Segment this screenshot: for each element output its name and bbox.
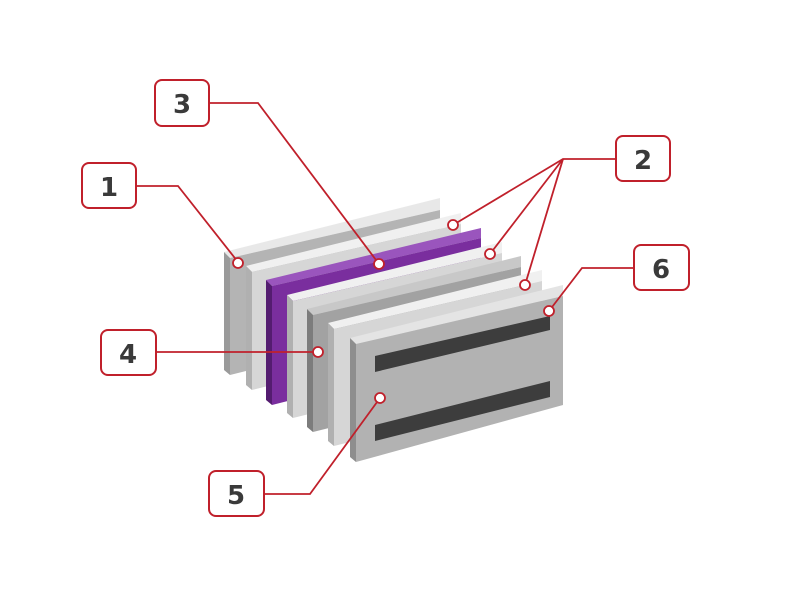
panel-layer-1-top	[224, 198, 440, 258]
callout-1-label: 1	[100, 173, 118, 203]
panel-layer-5-face	[350, 338, 356, 462]
leader-line-2c	[524, 158, 564, 286]
callout-2-box	[615, 135, 671, 182]
anchor-dot-5	[374, 392, 386, 404]
anchor-dot-2c	[519, 279, 531, 291]
leader-line-3	[209, 102, 380, 265]
callout-6-box	[633, 244, 690, 291]
anchor-dot-1	[232, 257, 244, 269]
callout-1-box	[81, 162, 137, 209]
anchor-dot-2b	[484, 248, 496, 260]
panel-stack	[224, 198, 563, 462]
anchor-dot-2a	[447, 219, 459, 231]
leader-line-2a	[452, 158, 616, 226]
callout-4-label: 4	[119, 340, 137, 370]
leader-lines	[136, 102, 634, 495]
panel-layer-2b-top	[287, 242, 502, 301]
panel-layer-2b-face	[287, 295, 293, 418]
callout-4: 4	[100, 329, 157, 376]
panel-layer-5	[350, 285, 563, 462]
callout-4-box	[100, 329, 157, 376]
callout-3-box	[154, 79, 210, 127]
callout-1: 1	[81, 162, 137, 209]
panel-layer-2a-top	[246, 213, 461, 272]
callout-5: 5	[208, 470, 265, 517]
anchor-dot-3	[373, 258, 385, 270]
panel-layer-2a-face	[246, 266, 252, 390]
callout-5-label: 5	[227, 481, 245, 511]
callout-6: 6	[633, 244, 690, 291]
anchor-dots	[232, 219, 555, 404]
panel-layer-5-top	[350, 285, 563, 344]
callout-3-label: 3	[173, 90, 191, 120]
panel-layer-4-face	[307, 309, 313, 432]
leader-line-5	[264, 397, 381, 495]
callout-6-label: 6	[652, 255, 670, 285]
callout-2: 2	[615, 135, 671, 182]
panel-layer-3-face	[266, 280, 272, 405]
terminal-bar-bottom	[375, 381, 550, 441]
panel-layer-2c-face	[328, 323, 334, 446]
leader-line-2b	[489, 158, 564, 255]
panel-layer-4-top	[307, 256, 521, 315]
anchor-dot-6	[543, 305, 555, 317]
callout-3: 3	[154, 79, 210, 127]
callout-5-box	[208, 470, 265, 517]
panel-layer-2c-top	[328, 270, 542, 329]
leader-line-6	[548, 267, 634, 312]
callout-2-label: 2	[634, 146, 652, 176]
anchor-dot-4	[312, 346, 324, 358]
leader-line-1	[136, 185, 239, 263]
terminal-bar-top	[375, 316, 550, 372]
panel-layer-1-face	[224, 252, 230, 375]
